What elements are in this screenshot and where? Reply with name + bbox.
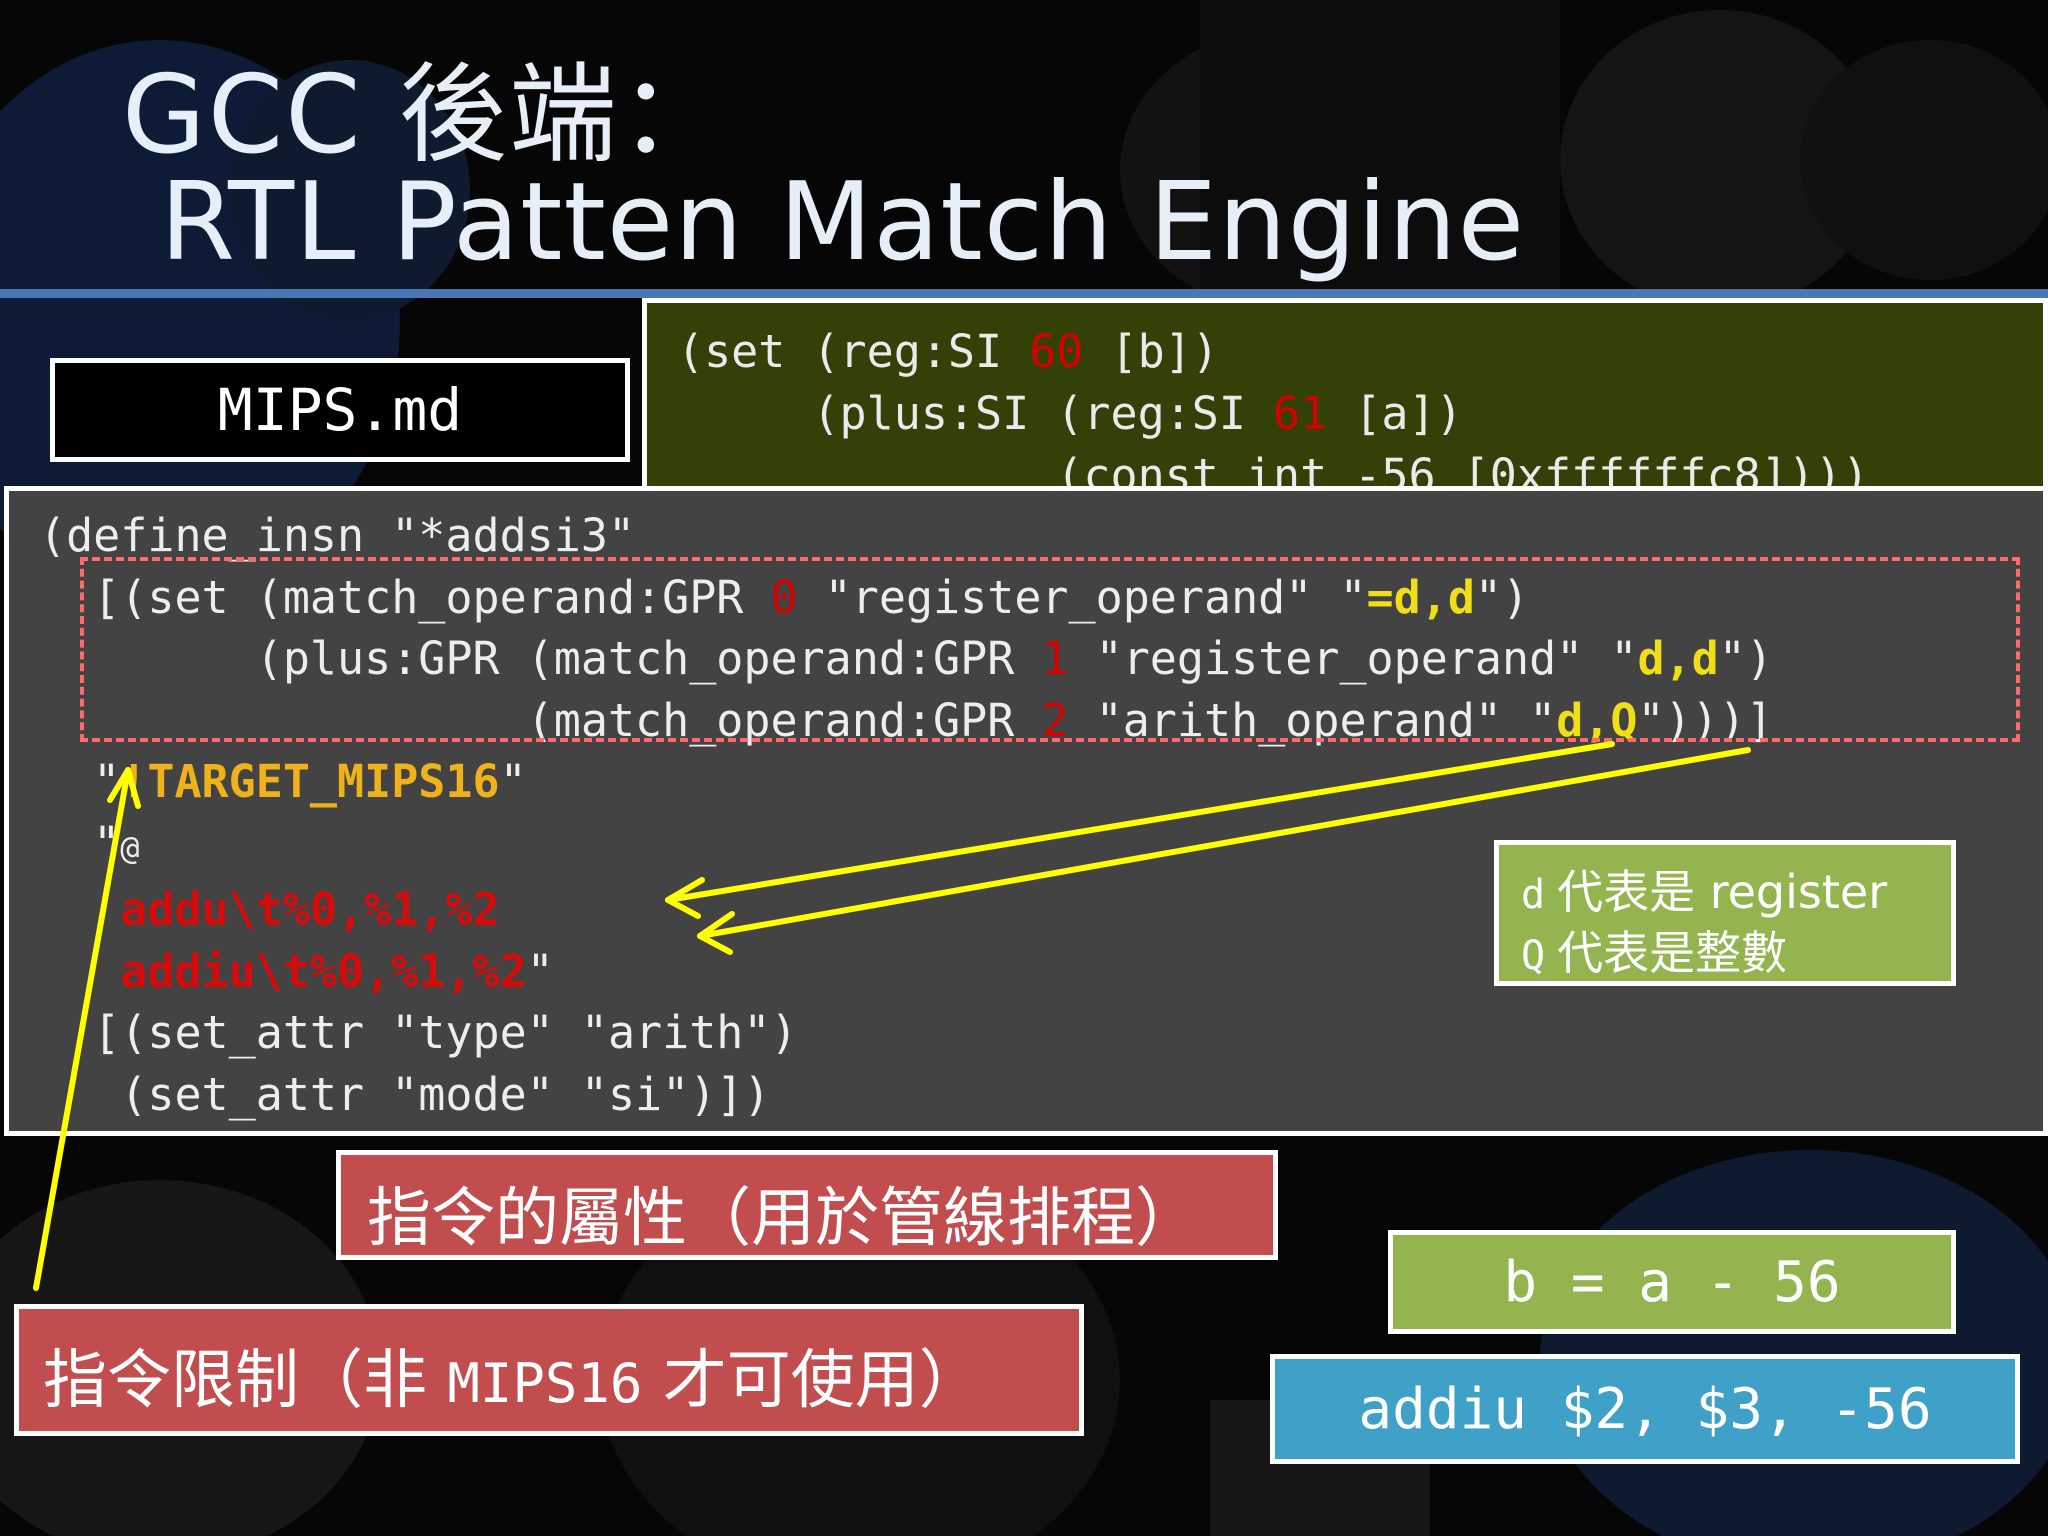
- constraint-0: =d,d: [1366, 570, 1475, 624]
- operand-index-2: 2: [1041, 693, 1069, 747]
- code-line-10: (set_attr "mode" "si")]): [39, 1067, 771, 1121]
- operand-index-0: 0: [770, 570, 798, 624]
- background-circle: [1540, 1150, 2048, 1536]
- assembly-text: addiu $2, $3, -56: [1358, 1376, 1932, 1442]
- restriction-label-box: 指令限制（非 MIPS16 才可使用）: [14, 1304, 1084, 1436]
- code-line-4: (match_operand:GPR 2 "arith_operand" "d,…: [39, 693, 1773, 747]
- attribute-label-box: 指令的屬性（用於管線排程）: [336, 1150, 1278, 1260]
- equation-text: b = a - 56: [1503, 1249, 1841, 1315]
- background-block: [1200, 0, 1560, 290]
- operand-index-1: 1: [1041, 632, 1069, 685]
- code-line-9: [(set_attr "type" "arith"): [39, 1006, 798, 1059]
- code-line-3: (plus:GPR (match_operand:GPR 1 "register…: [39, 632, 1773, 685]
- mips16-text: MIPS16: [447, 1352, 643, 1415]
- attribute-label: 指令的屬性（用於管線排程）: [367, 1182, 1199, 1256]
- title-divider: [0, 289, 2048, 298]
- target-condition: !TARGET_MIPS16: [120, 755, 500, 808]
- register-number-60: 60: [1029, 325, 1084, 378]
- background-circle: [1800, 40, 2048, 280]
- code-line-6: "@: [39, 816, 140, 870]
- background-circle: [230, 60, 470, 320]
- file-label: MIPS.md: [217, 376, 463, 444]
- constraint-1: d,d: [1637, 632, 1719, 685]
- code-line-7: addu\t%0,%1,%2: [39, 883, 500, 936]
- register-number-61: 61: [1273, 387, 1328, 440]
- constraint-2: d,Q: [1556, 693, 1638, 747]
- code-line-1: (define_insn "*addsi3": [39, 509, 636, 562]
- code-line-8: addiu\t%0,%1,%2": [39, 944, 554, 998]
- at-sign: @: [120, 828, 140, 867]
- rtl-line-2: (plus:SI (reg:SI 61 [a]): [677, 387, 1463, 440]
- assembly-box: addiu $2, $3, -56: [1270, 1354, 2020, 1464]
- equation-box: b = a - 56: [1388, 1230, 1956, 1334]
- page-title-line-1: GCC 後端：: [122, 53, 729, 178]
- page-title-line-2: RTL Patten Match Engine: [160, 160, 1526, 285]
- rtl-line-1: (set (reg:SI 60 [b]): [677, 325, 1219, 378]
- rtl-pattern-dashed-highlight: [80, 557, 2020, 742]
- code-line-2: [(set (match_operand:GPR 0 "register_ope…: [39, 570, 1530, 624]
- file-label-box: MIPS.md: [50, 358, 630, 462]
- rtl-expression-box: (set (reg:SI 60 [b]) (plus:SI (reg:SI 61…: [642, 298, 2048, 500]
- code-line-5: "!TARGET_MIPS16": [39, 755, 527, 808]
